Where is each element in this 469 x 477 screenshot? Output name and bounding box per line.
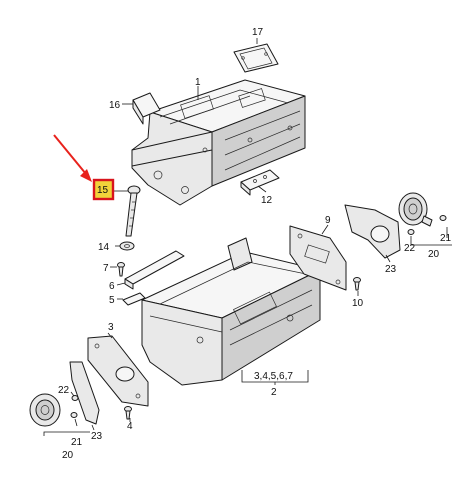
callout-2: 2 [271, 387, 277, 398]
part-7-screw [117, 262, 125, 277]
callout-16: 16 [109, 100, 121, 111]
callout-6: 6 [109, 281, 115, 292]
part-14-washer [119, 241, 135, 251]
part-12-clip [240, 169, 280, 196]
part-2-battery-tray [141, 237, 321, 386]
callout-12: 12 [261, 195, 273, 206]
callout-14: 14 [98, 242, 110, 253]
callout-labels: 17 1 16 12 15 14 7 6 5 3 4 9 10 23 3,4,5… [58, 27, 452, 461]
part-3-bracket-plate [87, 335, 149, 407]
part-23-right-bracket [344, 204, 401, 259]
part-6-rail [124, 250, 185, 290]
callout-17: 17 [252, 27, 264, 38]
callout-3: 3 [108, 322, 114, 333]
callout-20-left: 20 [62, 450, 74, 461]
callout-9: 9 [325, 215, 331, 226]
part-22-left-bolt [71, 395, 79, 401]
callout-23-left: 23 [91, 431, 103, 442]
part-4-screw [124, 406, 132, 420]
callout-5: 5 [109, 295, 115, 306]
part-5-clip [122, 292, 146, 306]
leader-lines [43, 38, 452, 436]
part-10-screw [353, 277, 361, 291]
red-arrow-indicator [53, 134, 92, 182]
part-9-bracket-plate [289, 225, 347, 291]
callout-10: 10 [352, 298, 364, 309]
part-21-right-nut [439, 215, 447, 221]
highlight-box-15 [92, 178, 115, 201]
callout-4: 4 [127, 421, 133, 432]
part-20-left-horn [29, 393, 61, 427]
callout-15: 15 [97, 185, 109, 196]
callout-7: 7 [103, 263, 109, 274]
part-16-bracket [132, 92, 161, 125]
callout-23-right: 23 [385, 264, 397, 275]
part-22-right-bolt [407, 229, 415, 235]
callout-21-right: 21 [440, 233, 452, 244]
part-1-battery-housing [131, 79, 306, 206]
callout-22-left: 22 [58, 385, 70, 396]
part-23-left-bracket [69, 361, 100, 425]
part-20-right-horn [398, 192, 433, 227]
callout-20-right: 20 [428, 249, 440, 260]
part-15-bolt [125, 185, 141, 237]
callout-3to7: 3,4,5,6,7 [254, 371, 293, 382]
part-17-gasket [233, 43, 279, 73]
callout-21-left: 21 [71, 437, 83, 448]
callout-22-right: 22 [404, 243, 416, 254]
callout-1: 1 [195, 77, 201, 88]
part-21-left-nut [70, 412, 78, 418]
